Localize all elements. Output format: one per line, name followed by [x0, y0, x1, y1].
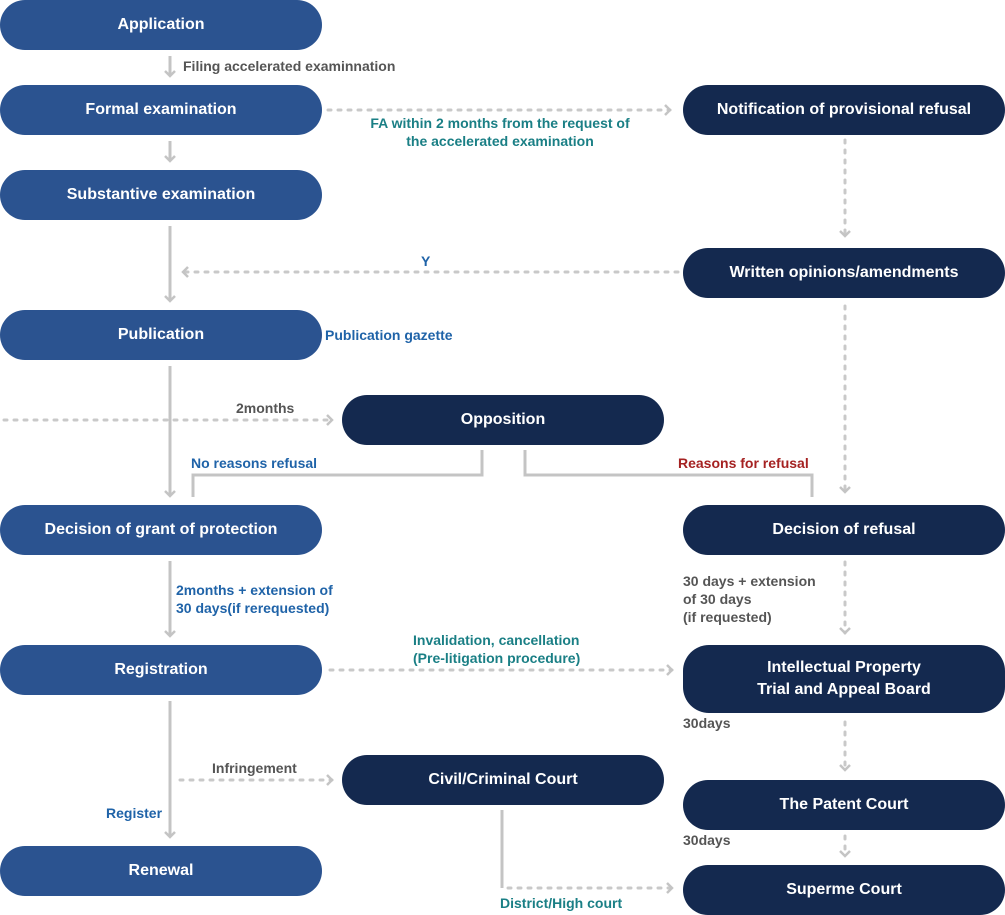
- application-node: Application: [0, 0, 322, 50]
- iptab-line2: Trial and Appeal Board: [757, 681, 931, 698]
- thirty-days-label-2: 30days: [683, 832, 731, 848]
- publication-node: Publication: [0, 310, 322, 360]
- two-months-label: 2months: [236, 400, 295, 416]
- invalidation-line1: Invalidation, cancellation: [413, 632, 580, 648]
- substantive-examination-node: Substantive examination: [0, 170, 322, 220]
- supreme-court-node: Superme Court: [683, 865, 1005, 915]
- decision-refusal-node: Decision of refusal: [683, 505, 1005, 555]
- decision-grant-node: Decision of grant of protection: [0, 505, 322, 555]
- fa-within-line2: the accelerated examination: [406, 133, 594, 149]
- grant-period-label: 2months + extension of 30 days(if rerequ…: [176, 581, 333, 617]
- notification-refusal-node: Notification of provisional refusal: [683, 85, 1005, 135]
- no-reasons-refusal-label: No reasons refusal: [191, 455, 318, 471]
- civil-criminal-court-node: Civil/Criminal Court: [342, 755, 664, 805]
- fa-within-line1: FA within 2 months from the request of: [370, 115, 630, 131]
- invalidation-line2: (Pre-litigation procedure): [413, 650, 581, 666]
- refusal-period-label: 30 days + extension of 30 days (if reque…: [683, 572, 816, 626]
- written-opinions-node: Written opinions/amendments: [683, 248, 1005, 298]
- fa-within-label: FA within 2 months from the request of t…: [340, 114, 660, 150]
- infringement-label: Infringement: [212, 760, 297, 776]
- registration-node: Registration: [0, 645, 322, 695]
- line-opposition-reasons: [523, 450, 814, 497]
- grant-period-line2: 30 days(if rerequested): [176, 600, 330, 616]
- renewal-node: Renewal: [0, 846, 322, 896]
- refusal-period-line1: 30 days + extension: [683, 573, 816, 589]
- thirty-days-label-1: 30days: [683, 715, 731, 731]
- patent-court-node: The Patent Court: [683, 780, 1005, 830]
- opposition-node: Opposition: [342, 395, 664, 445]
- iptab-node: Intellectual Property Trial and Appeal B…: [683, 645, 1005, 713]
- iptab-line1: Intellectual Property: [767, 659, 921, 676]
- invalidation-label: Invalidation, cancellation (Pre-litigati…: [413, 631, 580, 667]
- refusal-period-line3: (if requested): [683, 609, 772, 625]
- y-label: Y: [421, 253, 431, 269]
- grant-period-line1: 2months + extension of: [176, 582, 333, 598]
- district-high-court-label: District/High court: [500, 895, 623, 911]
- formal-examination-node: Formal examination: [0, 85, 322, 135]
- refusal-period-line2: of 30 days: [683, 591, 752, 607]
- filing-accelerated-label: Filing accelerated examinnation: [183, 58, 396, 74]
- line-opposition-no-reasons: [191, 450, 484, 497]
- register-label: Register: [106, 805, 163, 821]
- reasons-for-refusal-label: Reasons for refusal: [678, 455, 809, 471]
- publication-gazette-label: Publication gazette: [325, 327, 453, 343]
